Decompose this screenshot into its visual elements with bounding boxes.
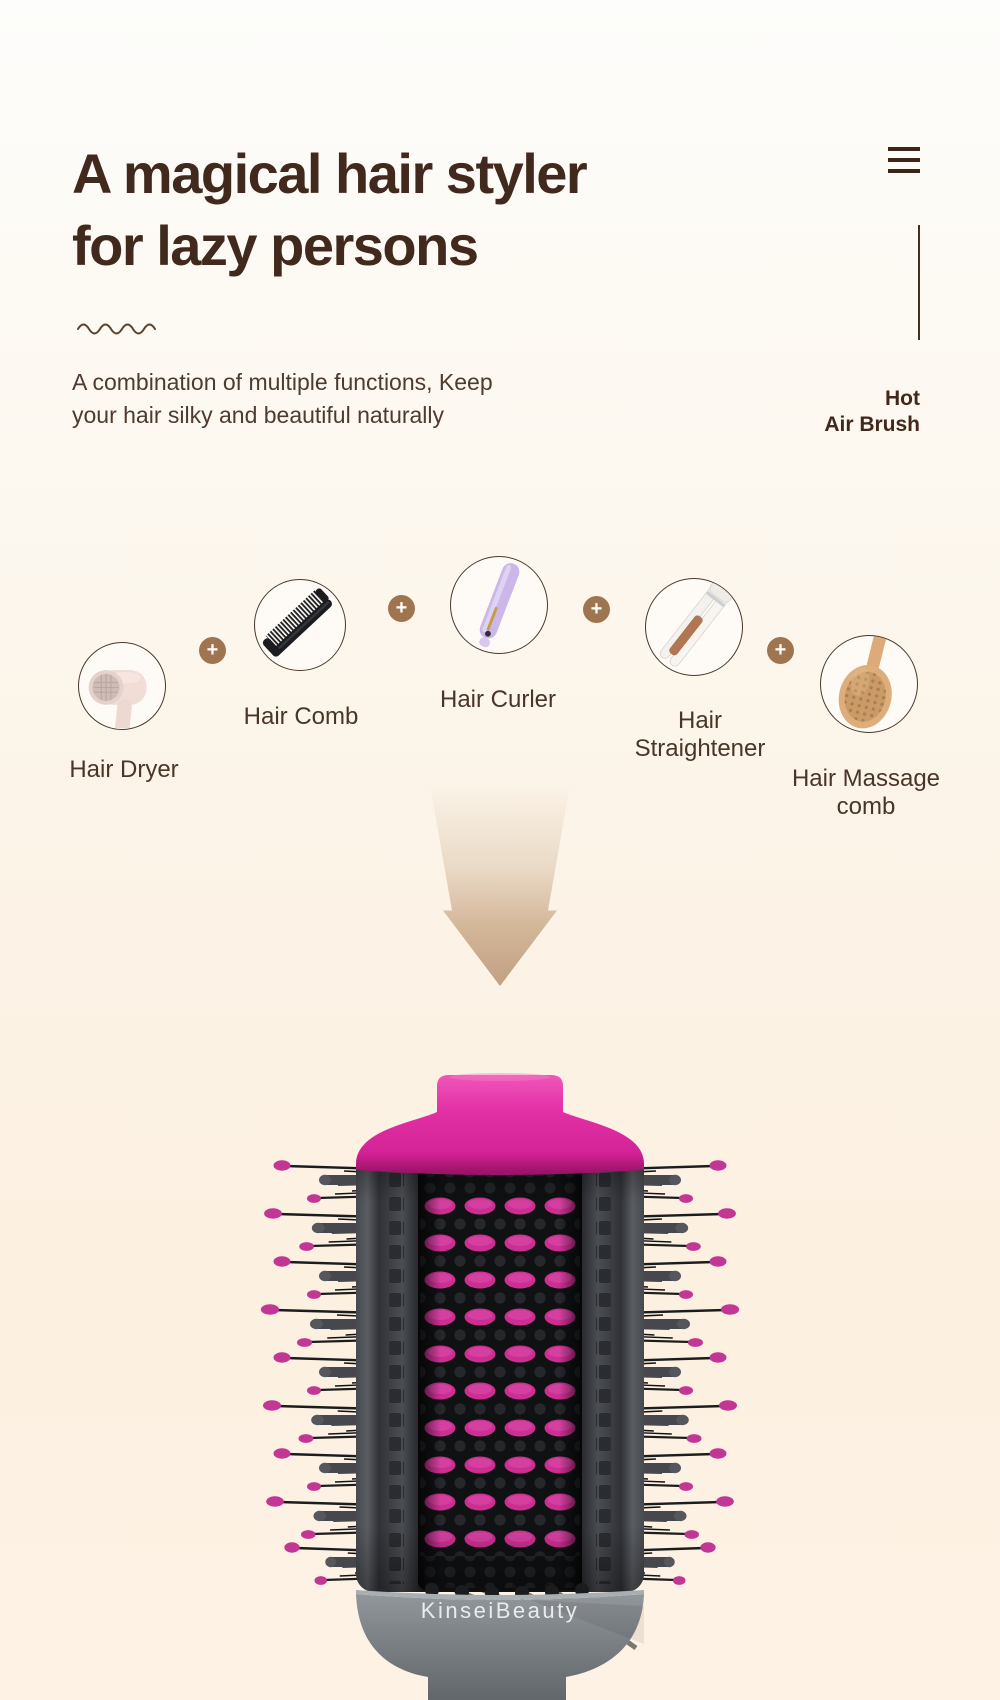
hot-air-brush-product-image: KinseiBeauty bbox=[259, 1073, 741, 1700]
corner-label: Hot Air Brush bbox=[824, 386, 920, 438]
bottom-bristle-balls bbox=[425, 1583, 589, 1600]
hair-straightener-circle bbox=[645, 578, 743, 676]
tool-label-hair-comb: Hair Comb bbox=[243, 703, 359, 730]
hair-curler-circle bbox=[450, 556, 548, 654]
tool-label-hair-dryer: Hair Dryer bbox=[69, 756, 179, 783]
hair-massage-comb-icon bbox=[838, 636, 892, 729]
hair-massage-comb-circle bbox=[820, 635, 918, 733]
brush-body bbox=[356, 1150, 644, 1592]
hair-curler-icon bbox=[479, 563, 520, 648]
menu-bar bbox=[888, 169, 920, 173]
menu-bar bbox=[888, 158, 920, 162]
brand-text: KinseiBeauty bbox=[421, 1598, 579, 1623]
page-title-line2: for lazy persons bbox=[72, 214, 479, 277]
plus-icon: + bbox=[767, 637, 794, 664]
page-title-line1: A magical hair styler bbox=[72, 142, 588, 205]
hamburger-menu-icon[interactable] bbox=[888, 147, 920, 175]
tool-label-hair-straightener: Hair Straightener bbox=[634, 707, 766, 762]
down-arrow-icon bbox=[429, 782, 571, 986]
plus-icon: + bbox=[583, 596, 610, 623]
pink-cap bbox=[356, 1073, 644, 1175]
plus-icon: + bbox=[199, 637, 226, 664]
squiggle-underline-icon bbox=[77, 323, 156, 335]
hair-straightener-icon bbox=[659, 581, 733, 667]
hair-comb-icon bbox=[262, 588, 332, 657]
subtitle-line2: your hair silky and beautiful naturally bbox=[72, 402, 445, 428]
hair-dryer-icon bbox=[88, 670, 147, 729]
hair-comb-circle bbox=[254, 579, 346, 671]
subtitle-line1: A combination of multiple functions, Kee… bbox=[72, 369, 493, 395]
page-title: A magical hair styler for lazy persons bbox=[72, 138, 588, 282]
plus-icon: + bbox=[388, 595, 415, 622]
subtitle: A combination of multiple functions, Kee… bbox=[72, 366, 493, 432]
tool-label-hair-curler: Hair Curler bbox=[439, 686, 556, 713]
tool-label-hair-massage-comb: Hair Massage comb bbox=[791, 765, 941, 820]
menu-bar bbox=[888, 147, 920, 151]
handle: KinseiBeauty bbox=[356, 1590, 644, 1700]
vertical-divider bbox=[918, 225, 920, 340]
corner-label-line2: Air Brush bbox=[824, 413, 920, 436]
corner-label-line1: Hot bbox=[885, 387, 920, 410]
hair-dryer-circle bbox=[78, 642, 166, 730]
